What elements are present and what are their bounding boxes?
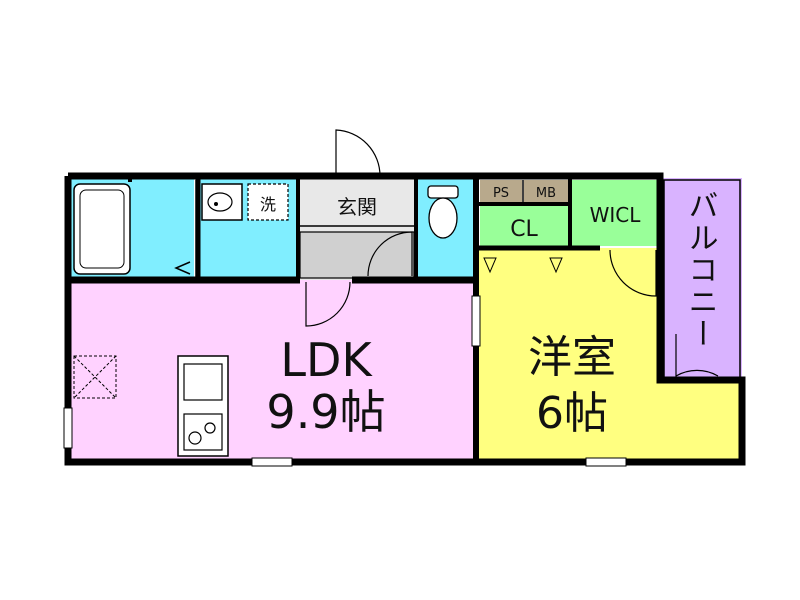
bath-drain-mark <box>174 261 191 275</box>
window-ldk-bottom <box>251 457 293 467</box>
entrance-label: 玄関 <box>337 195 377 219</box>
pipe-space-label: PS <box>493 186 509 201</box>
meter-box-label: MB <box>536 186 556 201</box>
closet-area <box>480 206 568 246</box>
entrance-door-swing <box>367 231 413 277</box>
western-room-name: 洋室 <box>528 332 616 383</box>
bathtub <box>73 183 131 275</box>
closet-label: CL <box>510 217 538 242</box>
closet-door-mark-1 <box>483 257 497 274</box>
toilet-bowl <box>428 197 458 239</box>
washer-label: 洗 <box>260 195 276 214</box>
ldk-area <box>68 280 476 462</box>
walk-in-closet-area <box>572 180 658 246</box>
window-western-bottom <box>585 457 627 467</box>
ldk-size: 9.9帖 <box>266 385 385 439</box>
western-door-swing <box>609 249 657 297</box>
wash-basin <box>201 183 243 221</box>
balcony-door-swing <box>675 334 719 378</box>
stove-burner-1 <box>188 431 202 445</box>
washer-space <box>247 183 289 221</box>
pipe-space-area <box>480 180 522 202</box>
balcony-area <box>662 178 742 380</box>
wash-basin-bowl <box>207 192 233 212</box>
closet-door-mark-2 <box>549 257 563 274</box>
balcony-outline <box>663 179 741 379</box>
entrance-step <box>299 231 415 279</box>
ldk-name: LDK <box>280 333 373 387</box>
toilet-tank <box>427 185 459 199</box>
bathtub-inner <box>79 189 125 269</box>
western-room-size: 6帖 <box>536 388 608 439</box>
walk-in-closet-label: WICL <box>590 203 642 227</box>
front-door-swing <box>335 129 381 177</box>
kitchen-stove <box>183 413 223 451</box>
meter-box-area <box>524 180 568 202</box>
window-ldk-left <box>63 407 73 449</box>
wash-basin-drain <box>214 202 218 206</box>
kitchen-sink <box>183 363 223 401</box>
fridge-space <box>73 355 117 399</box>
window-western-left <box>471 295 481 347</box>
balcony-label: バルコニー <box>683 190 718 350</box>
western-room-corner <box>476 248 662 288</box>
ldk-door-swing <box>305 281 351 327</box>
stove-burner-2 <box>204 422 216 434</box>
